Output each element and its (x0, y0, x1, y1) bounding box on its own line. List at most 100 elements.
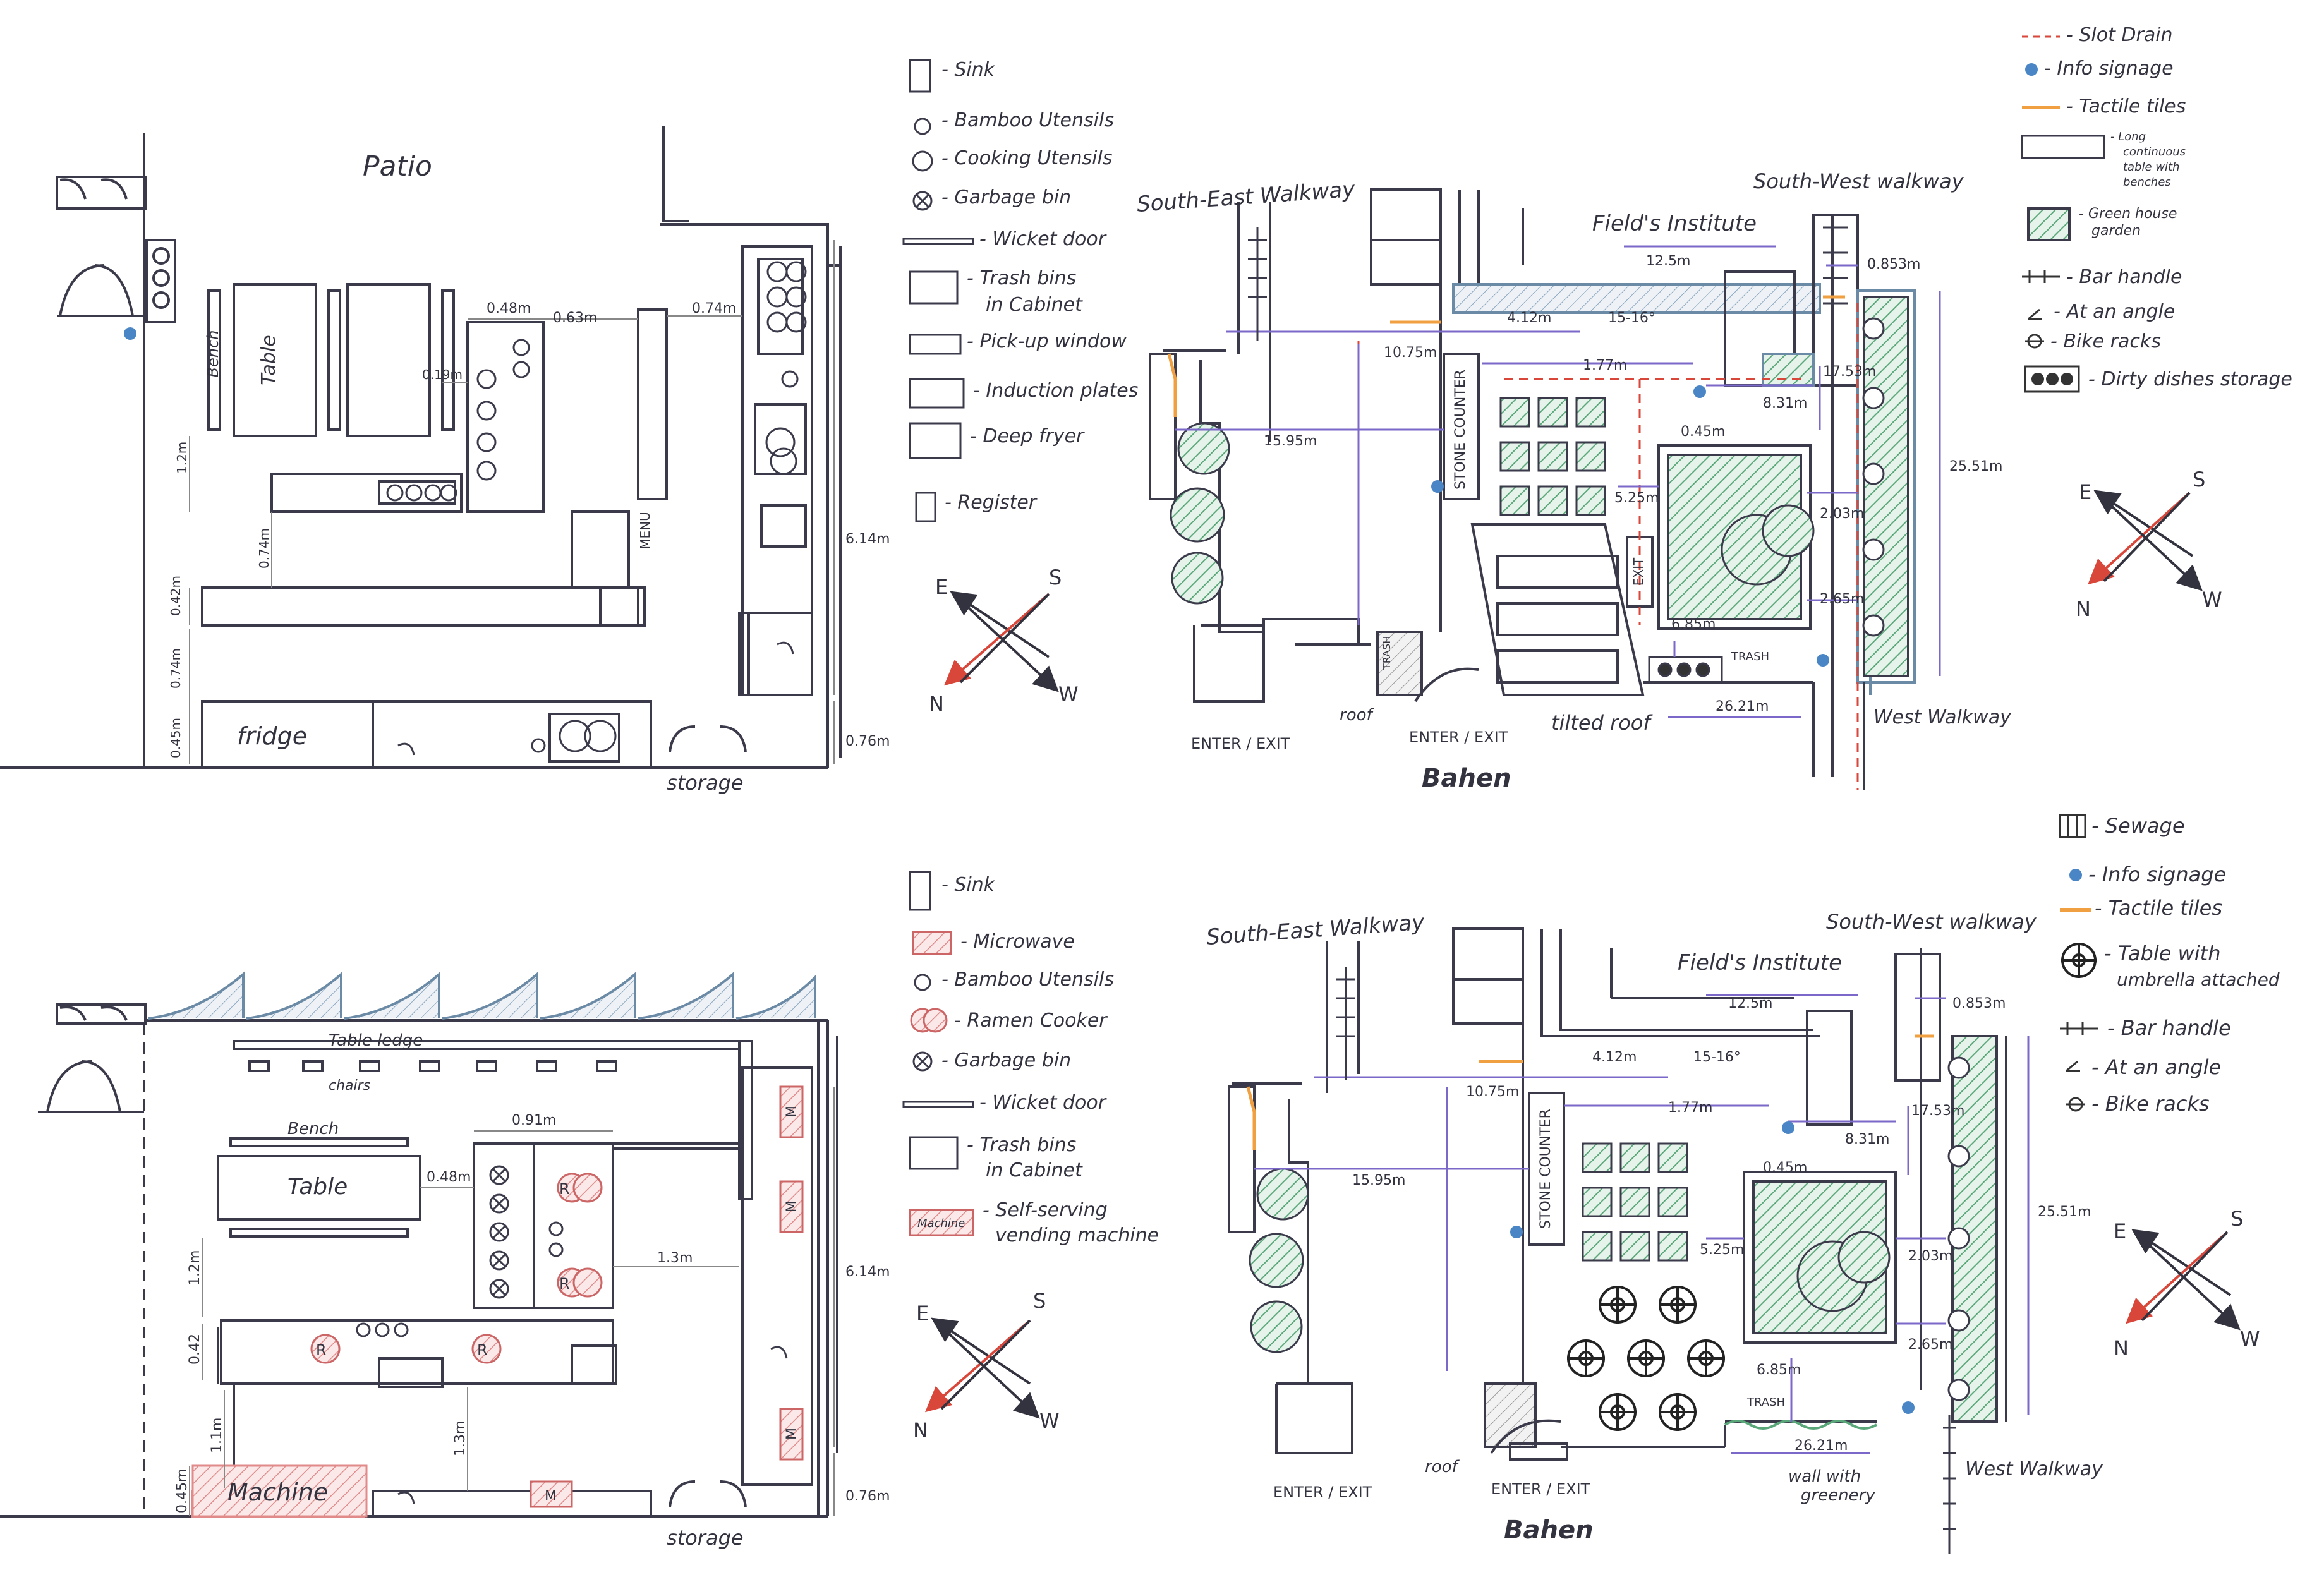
storage-label: storage (667, 771, 744, 795)
dim-label: 6.14m (845, 531, 890, 547)
dim-label: 0.19m (422, 367, 463, 382)
legend-item-label: table with (2123, 160, 2180, 174)
legend-item-label: benches (2123, 176, 2171, 189)
compass-e: E (935, 575, 948, 599)
legend-item-label: - At an angle (2054, 301, 2175, 323)
legend-item-label: - Wicket door (979, 228, 1107, 250)
stone-counter-label: STONE COUNTER (1453, 370, 1468, 490)
panel2-labels: South-East Walkway South-West walkway Fi… (1136, 169, 2012, 793)
dim-label: 0.48m (427, 1169, 471, 1185)
microwave-m: M (545, 1488, 557, 1504)
legend-item-label: umbrella attached (2117, 969, 2280, 990)
bahen-label: Bahen (1504, 1516, 1594, 1545)
dim-label: 12.5m (1646, 253, 1690, 269)
legend-machine-label: Machine (917, 1217, 965, 1230)
compass-w: W (2240, 1327, 2260, 1351)
trash-bins-icon (909, 270, 959, 305)
stone-counter-label: STONE COUNTER (1538, 1109, 1554, 1229)
legend-item-label: - Bamboo Utensils (941, 109, 1114, 131)
legend-item-label: - Long (2110, 130, 2146, 143)
legend-item-label: - Ramen Cooker (954, 1010, 1108, 1032)
legend-item-label: in Cabinet (986, 294, 1083, 316)
compass-s: S (1049, 565, 1062, 589)
dim-label: 1.1m (209, 1418, 225, 1453)
panel1-labels: Patio Table Bench MENU fridge storage 0.… (168, 150, 890, 795)
menu-label: MENU (638, 512, 653, 550)
green-house-icon (2027, 207, 2071, 241)
patio-label: Patio (363, 150, 432, 183)
dim-label: 0.63m (553, 310, 597, 326)
panel2-tactile-tiles (1167, 295, 1845, 417)
panel3-fixtures (356, 1165, 788, 1504)
info-signage-icon (2025, 63, 2038, 76)
sink-icon (909, 871, 931, 911)
panel2-dimensions (1175, 245, 1941, 718)
se-walkway-label: South-East Walkway (1136, 177, 1357, 217)
table-ledge-label: Table ledge (329, 1031, 423, 1050)
dim-label: 8.31m (1763, 396, 1807, 411)
dim-label: 26.21m (1716, 699, 1769, 715)
dim-label: 6.85m (1757, 1362, 1801, 1378)
panel4-bar-handles (1336, 967, 1956, 1554)
panel3-labels: Table ledge chairs Bench Table Machine s… (174, 1031, 890, 1550)
info-signage-icon (2069, 869, 2082, 881)
legend-item-label: - Slot Drain (2066, 24, 2173, 46)
deep-fryer-icon (909, 422, 962, 459)
dim-label: 0.74m (168, 648, 183, 689)
wall-greenery-label: wall with (1788, 1467, 1861, 1486)
wicket-door-icon (902, 238, 974, 245)
panel4-trees (1249, 1168, 1891, 1353)
dim-label: 1.2m (174, 442, 190, 474)
legend-item-label: - Tactile tiles (2066, 95, 2186, 118)
dim-label: 17.53m (1823, 364, 1876, 380)
legend-item-label: garden (2091, 223, 2141, 239)
compass-s: S (2230, 1207, 2243, 1231)
angle-icon (2028, 308, 2042, 320)
compass-w: W (1058, 682, 1079, 706)
dim-label: 0.853m (1867, 257, 1920, 272)
bench-label: Bench (204, 330, 222, 378)
pickup-window-icon (909, 334, 962, 355)
panel3-compass: E S N W (913, 1289, 1060, 1442)
panel1-dimensions (189, 240, 835, 764)
compass-n: N (913, 1418, 928, 1442)
dim-label: 2.03m (1820, 506, 1864, 522)
dim-label: 25.51m (2038, 1204, 2091, 1220)
legend-item-label: - Green house (2079, 206, 2177, 222)
panel4-tactile-tiles (1246, 1034, 1934, 1150)
vending-machine-icon (909, 1209, 974, 1236)
se-walkway-label: South-East Walkway (1206, 910, 1426, 950)
table-1 (233, 283, 317, 437)
sw-walkway-label: South-West walkway (1826, 910, 2037, 934)
panel1-compass: E S N W (929, 565, 1079, 716)
legend-item-label: - Bar handle (2107, 1016, 2231, 1040)
legend-item-label: - Induction plates (973, 380, 1138, 402)
legend-item-label: - Bike racks (2050, 330, 2161, 353)
legend-item-label: - Garbage bin (941, 1049, 1071, 1072)
panel4-umbrella-tables (1567, 1286, 1725, 1431)
legend-item-label: - Register (945, 492, 1038, 514)
panel3-microwaves (530, 1085, 804, 1508)
panel2-legend: - Slot Drain - Info signage - Tactile ti… (2021, 24, 2292, 393)
dim-label: 6.85m (1671, 617, 1716, 632)
dim-label: 1.2m (187, 1250, 203, 1286)
panel4-round-markers (1947, 1056, 1970, 1401)
dim-label: 1.77m (1668, 1100, 1712, 1116)
register-icon (915, 492, 936, 522)
dim-label: 2.65m (1908, 1337, 1952, 1353)
enter-exit-label: ENTER / EXIT (1409, 728, 1508, 746)
fridge-label: fridge (237, 722, 307, 750)
legend-item-label: - Cooking Utensils (941, 147, 1112, 169)
enter-exit-label: ENTER / EXIT (1273, 1483, 1372, 1501)
dim-label: 0.45m (1681, 424, 1725, 440)
compass-s: S (1033, 1289, 1046, 1313)
ramen-r: R (559, 1180, 570, 1198)
long-table-icon (2021, 135, 2105, 159)
induction-plates-icon (909, 378, 965, 409)
panel2-info-signs (1431, 385, 1829, 667)
panel2-compass: E S N W (2076, 468, 2222, 621)
ramen-r: R (316, 1341, 327, 1359)
dim-label: 0.42m (168, 576, 183, 616)
dim-label: 10.75m (1384, 345, 1437, 361)
greenery-wall (1724, 1420, 1878, 1430)
